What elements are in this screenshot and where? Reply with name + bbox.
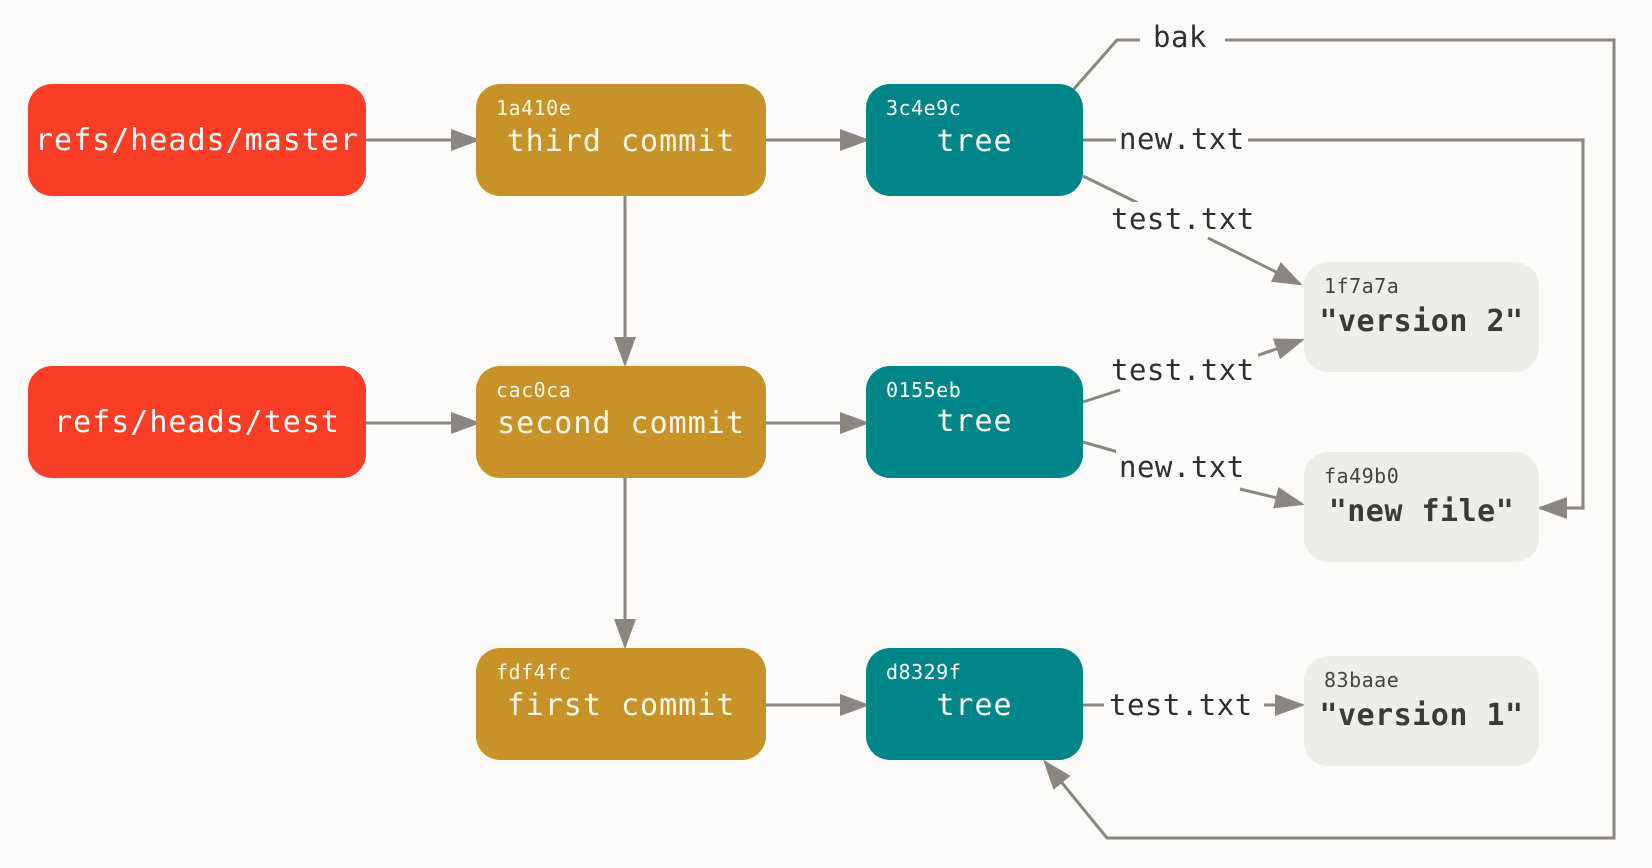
tree-middle-hash: 0155eb <box>886 378 962 402</box>
tree-top-label: tree <box>936 124 1013 159</box>
blob-version-2: 1f7a7a "version 2" <box>1304 262 1539 372</box>
commit-third: 1a410e third commit <box>476 84 766 196</box>
edge-label-top-test: test.txt <box>1108 202 1258 236</box>
tree-top-hash: 3c4e9c <box>886 96 962 120</box>
tree-bottom-label: tree <box>936 688 1013 723</box>
edge-bak <box>1071 38 1140 91</box>
edge-mid-new-a <box>1082 440 1119 454</box>
commit-third-hash: 1a410e <box>496 96 572 120</box>
edge-top-new-b <box>1245 138 1585 519</box>
ref-master: refs/heads/master <box>28 84 366 196</box>
edge-label-top-new: new.txt <box>1116 122 1248 156</box>
tree-middle-label: tree <box>936 404 1013 439</box>
ref-test-label: refs/heads/test <box>54 404 340 440</box>
blob-version-2-hash: 1f7a7a <box>1324 274 1400 298</box>
commit-second: cac0ca second commit <box>476 366 766 478</box>
edge-mid-new-b <box>1239 486 1305 509</box>
blob-version-2-label: "version 2" <box>1319 304 1524 339</box>
edge-label-bak: bak <box>1150 20 1210 54</box>
blob-new-file-label: "new file" <box>1328 494 1515 529</box>
tree-bottom-hash: d8329f <box>886 660 962 684</box>
tree-middle: 0155eb tree <box>866 366 1083 478</box>
blob-version-1: 83baae "version 1" <box>1304 656 1539 766</box>
commit-first: fdf4fc first commit <box>476 648 766 760</box>
edge-top-test-a <box>1082 174 1139 205</box>
edge-label-mid-test: test.txt <box>1108 353 1258 387</box>
tree-top: 3c4e9c tree <box>866 84 1083 196</box>
ref-master-label: refs/heads/master <box>34 122 360 158</box>
ref-test: refs/heads/test <box>28 366 366 478</box>
commit-first-label: first commit <box>506 688 736 723</box>
edge-label-bottom-test: test.txt <box>1106 688 1256 722</box>
blob-new-file-hash: fa49b0 <box>1324 464 1400 488</box>
commit-second-hash: cac0ca <box>496 378 572 402</box>
edge-top-test-b <box>1207 236 1303 286</box>
commit-third-label: third commit <box>506 124 736 159</box>
commit-first-hash: fdf4fc <box>496 660 572 684</box>
edge-label-mid-new: new.txt <box>1116 450 1248 484</box>
commit-second-label: second commit <box>497 406 745 441</box>
edge-mid-test-b <box>1252 338 1305 360</box>
blob-version-1-hash: 83baae <box>1324 668 1400 692</box>
blob-new-file: fa49b0 "new file" <box>1304 452 1539 562</box>
edge-bak-return <box>1043 38 1616 840</box>
edge-mid-test-a <box>1082 388 1121 404</box>
blob-version-1-label: "version 1" <box>1319 698 1524 733</box>
tree-bottom: d8329f tree <box>866 648 1083 760</box>
